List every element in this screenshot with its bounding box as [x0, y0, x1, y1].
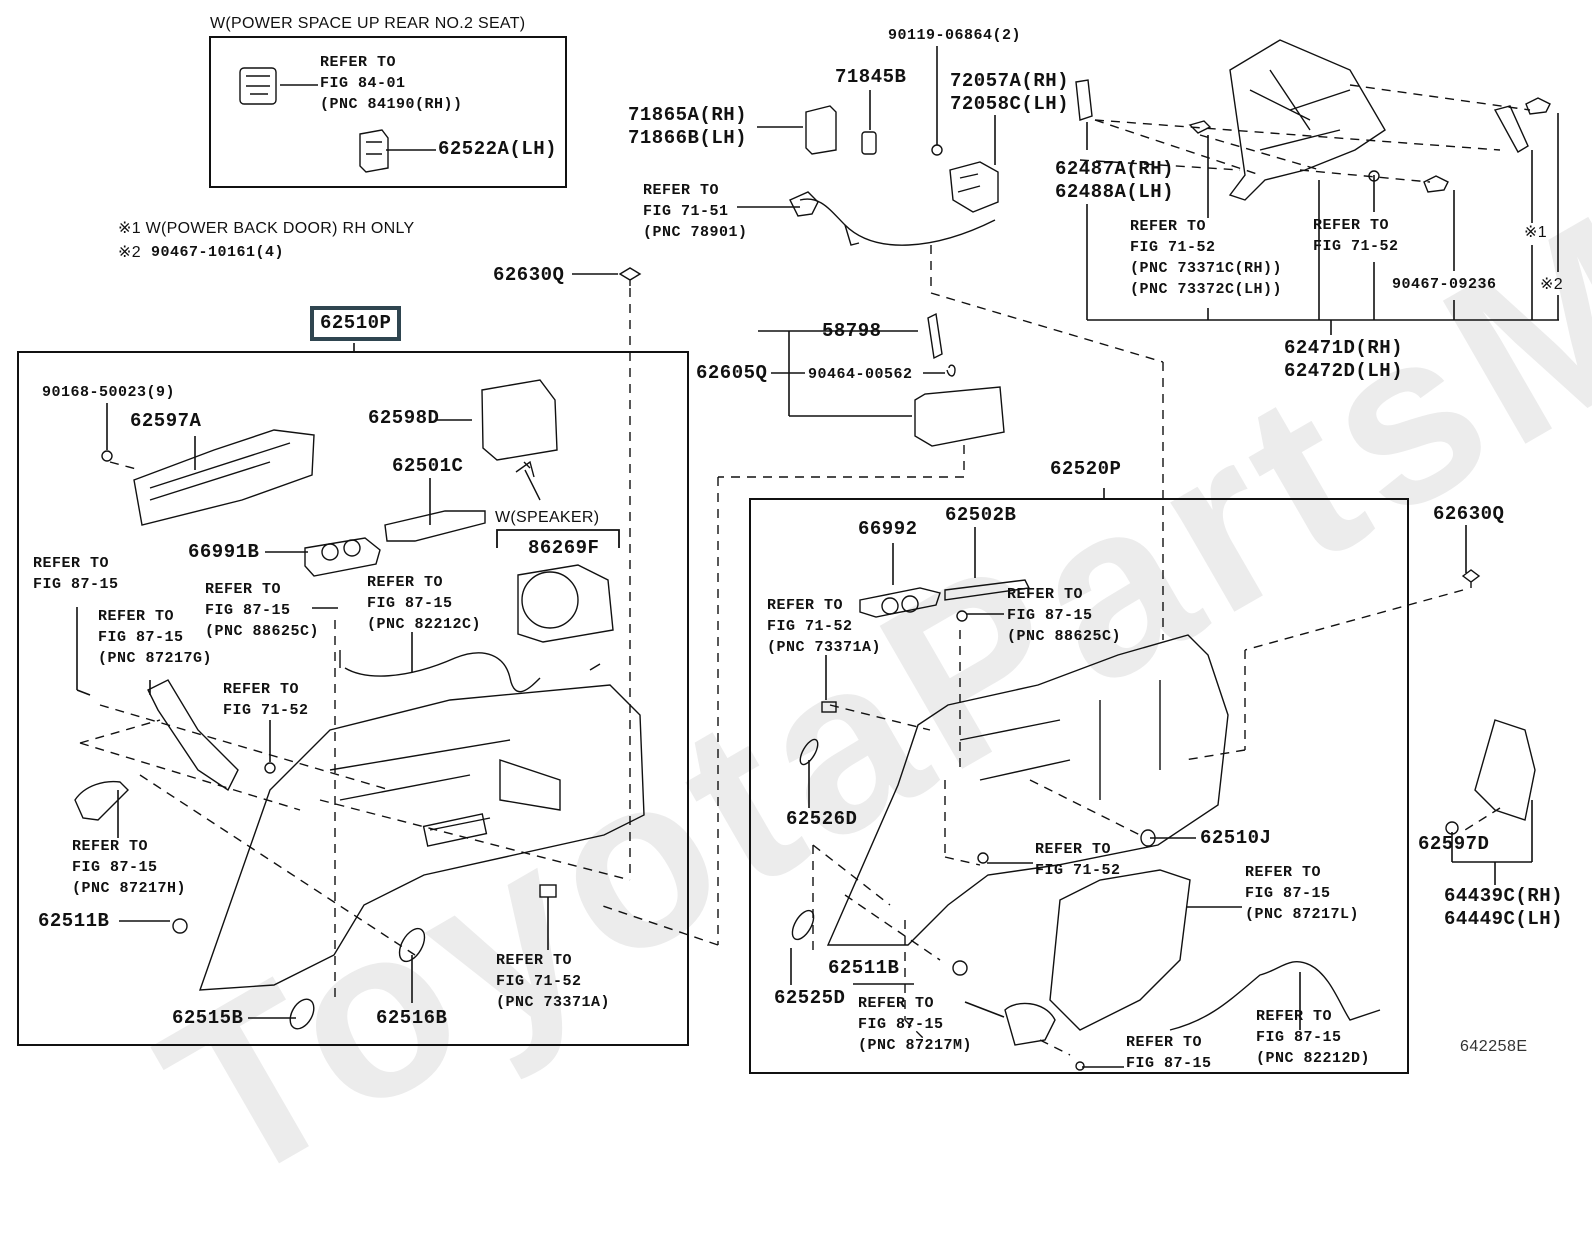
part-62522a[interactable]: 62522A(LH) [438, 138, 558, 160]
left-quarter-trim [198, 684, 645, 991]
part-62471d[interactable]: 62471D(RH) 62472D(LH) [1284, 337, 1404, 382]
part-62597a[interactable]: 62597A [130, 410, 202, 432]
mark-1: ※1 [1524, 224, 1547, 241]
part-62597d[interactable]: 62597D [1418, 833, 1490, 855]
duct-62597a [133, 429, 315, 526]
part-62515b[interactable]: 62515B [172, 1007, 244, 1029]
ref-fig-71-52-left[interactable]: REFER TO FIG 71-52 [223, 681, 309, 719]
cupholder-66992 [859, 587, 941, 618]
cable [799, 198, 996, 246]
part-62526d[interactable]: 62526D [786, 808, 858, 830]
part-58798[interactable]: 58798 [822, 320, 882, 342]
part-90168-50023[interactable]: 90168-50023(9) [42, 384, 176, 401]
part-62630q-top[interactable]: 62630Q [493, 264, 565, 286]
dashed-assembly-lines [79, 84, 1531, 1056]
ref-fig-71-52-right[interactable]: REFER TO FIG 71-52 [1035, 841, 1121, 879]
ref-pnc-82212d[interactable]: REFER TO FIG 87-15 (PNC 82212D) [1256, 1008, 1371, 1067]
part-62598d[interactable]: 62598D [368, 407, 440, 429]
ref-pnc-87217g[interactable]: REFER TO FIG 87-15 (PNC 87217G) [98, 608, 213, 667]
part-86269f[interactable]: 86269F [528, 537, 600, 559]
hinge-cover [805, 105, 837, 155]
harness-left [339, 650, 601, 693]
option-title-power-space: W(POWER SPACE UP REAR NO.2 SEAT) [210, 15, 526, 32]
part-62516b[interactable]: 62516B [376, 1007, 448, 1029]
bracket-62522a [359, 129, 389, 173]
ref-pnc-87217h[interactable]: REFER TO FIG 87-15 (PNC 87217H) [72, 838, 187, 897]
latch-part [949, 161, 999, 213]
part-62510j[interactable]: 62510J [1200, 827, 1272, 849]
power-space-box [209, 36, 567, 188]
part-90119-06864[interactable]: 90119-06864(2) [888, 27, 1022, 44]
part-62630q-right[interactable]: 62630Q [1433, 503, 1505, 525]
part-62525d[interactable]: 62525D [774, 987, 846, 1009]
note-1: ※1 W(POWER BACK DOOR) RH ONLY [118, 220, 415, 237]
ref-fig-71-52-top[interactable]: REFER TO FIG 71-52 [1313, 217, 1399, 255]
part-62510p-highlight[interactable]: 62510P [310, 306, 402, 341]
part-62520p[interactable]: 62520P [1050, 458, 1122, 480]
diagram-canvas [17, 36, 1559, 1074]
ref-pnc-73371a-right[interactable]: REFER TO FIG 71-52 (PNC 73371A) [767, 597, 882, 656]
part-71865a[interactable]: 71865A(RH) 71866B(LH) [628, 104, 748, 149]
right-assembly-box [749, 498, 1409, 1074]
right-quarter-trim [826, 634, 1229, 946]
duct-87217g [147, 679, 239, 792]
figure-number: 642258E [1460, 1038, 1528, 1055]
ref-pnc-87217l[interactable]: REFER TO FIG 87-15 (PNC 87217L) [1245, 864, 1360, 923]
option-title-speaker: W(SPEAKER) [495, 509, 600, 526]
harness-right [1169, 960, 1381, 1031]
ref-pnc-87217m[interactable]: REFER TO FIG 87-15 (PNC 87217M) [858, 995, 973, 1054]
ref-pnc-73371a-left[interactable]: REFER TO FIG 71-52 (PNC 73371A) [496, 952, 611, 1011]
part-90467-09236[interactable]: 90467-09236 [1392, 276, 1497, 293]
mark-2: ※2 [1540, 276, 1563, 293]
part-71845b[interactable]: 71845B [835, 66, 907, 88]
speaker-bracket [496, 529, 620, 548]
note-2-prefix: ※2 [118, 244, 141, 261]
part-66992[interactable]: 66992 [858, 518, 918, 540]
part-90464-00562[interactable]: 90464-00562 [808, 366, 913, 383]
part-62487a[interactable]: 62487A(RH) 62488A(LH) [1055, 158, 1175, 203]
part-72057a[interactable]: 72057A(RH) 72058C(LH) [950, 70, 1070, 115]
part-66991b[interactable]: 66991B [188, 541, 260, 563]
part-sketches [74, 39, 1551, 1071]
upper-quarter-trim [1228, 39, 1386, 201]
cover-62598d [481, 379, 558, 461]
ref-fig-71-51[interactable]: REFER TO FIG 71-51 (PNC 78901) [643, 182, 748, 241]
duct-87217l [1049, 869, 1191, 1031]
ref-fig-87-15-a[interactable]: REFER TO FIG 87-15 [33, 555, 119, 593]
note-2-part[interactable]: 90467-10161(4) [151, 244, 285, 261]
ref-pnc-82212c[interactable]: REFER TO FIG 87-15 (PNC 82212C) [367, 574, 482, 633]
access-lid [914, 386, 1005, 447]
bracket-64439c [1474, 719, 1536, 821]
part-62605q[interactable]: 62605Q [696, 362, 768, 384]
ref-pnc-73371c[interactable]: REFER TO FIG 71-52 (PNC 73371C(RH)) (PNC… [1130, 218, 1283, 298]
ref-pnc-88625c-right[interactable]: REFER TO FIG 87-15 (PNC 88625C) [1007, 586, 1122, 645]
ref-fig-84-01[interactable]: REFER TO FIG 84-01 (PNC 84190(RH)) [320, 54, 463, 113]
ref-fig-87-15-b[interactable]: REFER TO FIG 87-15 [1126, 1034, 1212, 1072]
part-64439c[interactable]: 64439C(RH) 64449C(LH) [1444, 885, 1564, 930]
speaker-86269f [517, 564, 614, 643]
part-62511b-right[interactable]: 62511B [828, 957, 900, 979]
part-62501c[interactable]: 62501C [392, 455, 464, 477]
switch-part [239, 67, 277, 105]
part-62511b-left[interactable]: 62511B [38, 910, 110, 932]
part-62502b[interactable]: 62502B [945, 504, 1017, 526]
leader-lines [76, 46, 1559, 1068]
left-assembly-box [17, 351, 689, 1046]
ref-pnc-88625c-left[interactable]: REFER TO FIG 87-15 (PNC 88625C) [205, 581, 320, 640]
cupholder-66991b [304, 537, 381, 577]
